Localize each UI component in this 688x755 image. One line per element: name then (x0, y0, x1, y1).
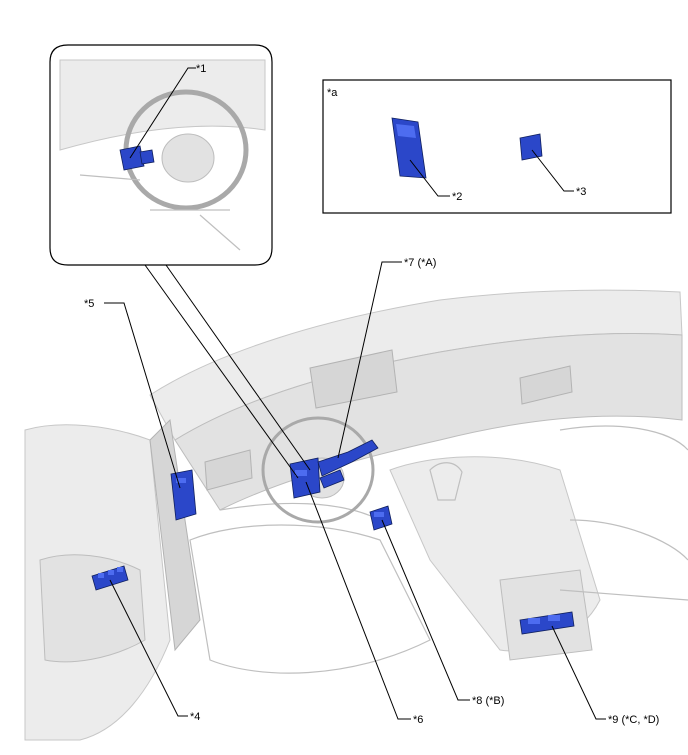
inset-dash (59, 59, 266, 151)
inset-parts-detail: *a (322, 79, 672, 214)
callout-9: *9 (*C, *D) (608, 714, 659, 726)
door-armrest (39, 554, 146, 663)
part-1-inset-module (119, 145, 155, 171)
callout-8: *8 (*B) (472, 695, 504, 707)
center-display (309, 349, 398, 409)
part-9-rear-console-switch (519, 611, 575, 635)
inset-parts-frame (322, 79, 672, 214)
inset-label: *a (327, 87, 338, 99)
part-8-console-module (369, 505, 393, 531)
console-rear-face (499, 569, 593, 661)
right-air-vent (519, 365, 573, 405)
leader-3 (531, 149, 574, 192)
left-air-vent (204, 449, 253, 491)
leader-9 (551, 625, 606, 720)
callout-7: *7 (*A) (404, 257, 436, 269)
leader-lines (104, 67, 606, 720)
callout-labels: *1 *2 *3 *4 *5 *6 *7 (*A) *8 (*B) *9 (*C… (84, 63, 659, 726)
callout-1: *1 (196, 63, 206, 75)
inset-column (79, 174, 241, 251)
footwell-outline (189, 524, 431, 674)
highlighted-parts (91, 439, 575, 635)
right-seat-outline (559, 425, 688, 601)
leader-1 (129, 67, 196, 159)
part-7-combination-switch (317, 439, 379, 489)
callout-2: *2 (452, 191, 462, 203)
part-4-door-switch (91, 565, 129, 591)
leader-8 (381, 519, 470, 701)
part-5-pillar-module (170, 469, 197, 521)
a-pillar (149, 418, 201, 652)
callout-6: *6 (413, 714, 423, 726)
leader-6 (305, 481, 411, 720)
part-3-connector (519, 133, 543, 161)
shifter (429, 462, 463, 501)
leader-5 (104, 302, 181, 489)
inset-steering-hub (161, 133, 215, 183)
part-6-steering-column-module (289, 457, 321, 499)
leader-2 (409, 159, 450, 197)
glovebox-outline (219, 502, 381, 521)
callout-4: *4 (190, 711, 200, 723)
inset-connector-right (165, 264, 311, 471)
callout-3: *3 (576, 186, 586, 198)
callout-5: *5 (84, 298, 94, 310)
inset-connector-left (144, 264, 299, 479)
steering-wheel (261, 416, 375, 524)
part-2-module (391, 117, 427, 179)
interior-illustration (24, 289, 688, 741)
leader-7 (337, 261, 402, 459)
leader-4 (109, 579, 188, 717)
inset-steering-detail (49, 44, 273, 266)
